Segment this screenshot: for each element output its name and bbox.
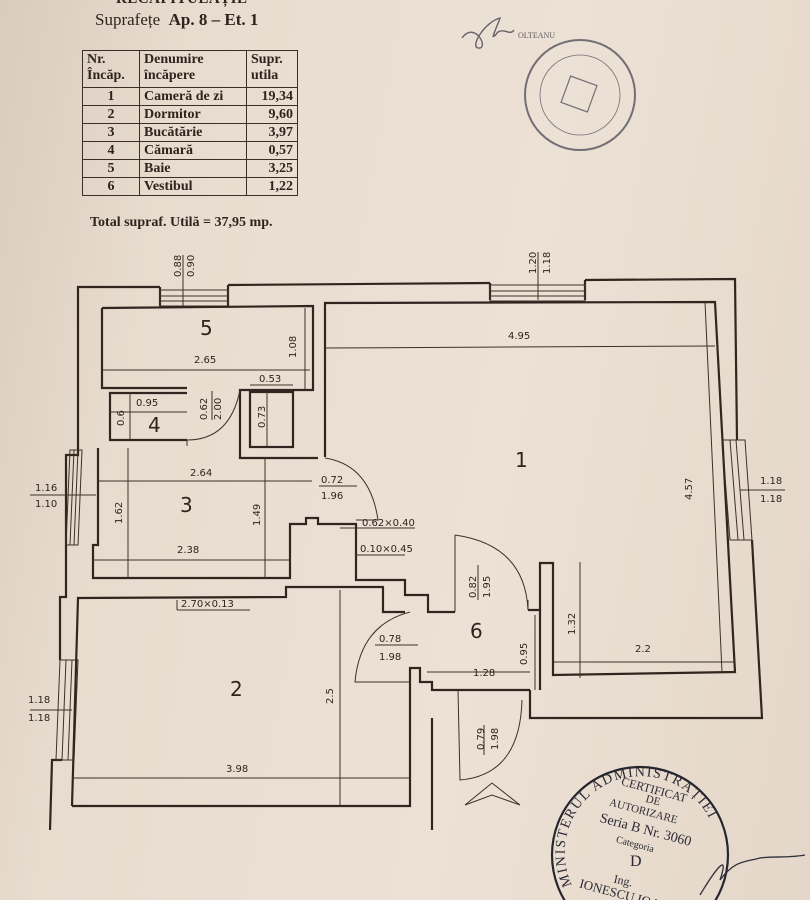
dim-label: 2.2 [635,644,651,655]
door-3 [324,457,379,521]
dim-label: 4.95 [508,331,530,342]
signature-name: OLTEANU [518,31,555,40]
area-table: Nr. Încăp. Denumire încăpere Supr. utila… [82,50,298,196]
stamp-ring-text: MINISTERUL ADMINISTRAȚIEI PUBLICE [0,0,718,889]
dim-label: 0.95 [136,398,158,409]
dim-label: 1.18 [28,713,50,724]
door-4 [186,389,241,446]
dim-label: 2.00 [213,398,224,420]
stamp-text: DE [644,793,662,808]
dim-label: 0.78 [379,634,401,645]
dim-label: 0.79 [476,728,487,750]
total-area: Total supraf. Utilă = 37,95 mp. [90,215,273,230]
dim-label: 0.6 [116,410,127,426]
dim-label: 1.16 [35,483,57,494]
dim-label: 2.65 [194,355,216,366]
dim-label: 1.49 [252,504,263,526]
subtitle-prefix: Suprafețe [95,10,161,29]
dim-label: 0.53 [259,374,281,385]
dim-label: 1.95 [482,576,493,598]
doors [186,389,529,806]
room-walls [70,300,737,808]
dim-label: 2.38 [177,545,199,556]
document-subtitle: Suprafețe Ap. 8 – Et. 1 [95,10,258,30]
cell-area: 1,22 [246,177,298,196]
col-header-area: Supr. utila [246,50,298,88]
dim-label: 0.62 [199,398,210,420]
col-header-name: Denumire încăpere [139,50,247,88]
door-1 [454,534,529,611]
dim-label: 0.72 [321,475,343,486]
dim-label: 2.5 [325,688,336,704]
engineer-signature [699,854,806,896]
dim-label: 1.62 [114,502,125,524]
signature-oltean [461,16,515,49]
room-number-6: 6 [470,619,483,643]
document-title: RECAPITULAȚIE [116,0,248,8]
niche-walls [248,390,295,449]
cell-area: 0,57 [246,141,298,160]
dim-label: 1.18 [760,494,782,505]
room-1-walls [323,300,737,677]
dim-label: 0.90 [186,255,197,277]
door-entry [457,689,523,781]
dim-label: 1.20 [528,252,539,274]
outer-walls [48,277,764,831]
cell-name: Baie [139,159,247,178]
room-2-top [70,585,405,807]
entry-arrow-icon [464,782,521,806]
dim-label: 1.18 [542,252,553,274]
dim-label: 0.62×0.40 [362,518,415,529]
room-5-left [100,308,187,390]
room-5-walls [101,304,318,460]
dimension-lines [30,252,785,806]
dim-label: 1.98 [379,652,401,663]
dim-label: 1.10 [35,499,57,510]
dim-label: 0.82 [468,576,479,598]
dim-label: 1.08 [288,336,299,358]
room-number-1: 1 [515,448,528,472]
dim-label: 0.73 [257,406,268,428]
door-2 [354,611,411,683]
cell-area: 19,34 [246,87,298,106]
dim-label: 3.98 [226,764,248,775]
dim-label: 2.64 [190,468,212,479]
dim-label: 1.18 [760,476,782,487]
cell-name: Dormitor [139,105,247,124]
room-number-3: 3 [180,493,193,517]
stamp-text: D [630,853,642,870]
cadastre-stamp: OLTEANU [461,16,636,151]
dim-label: 1.32 [567,613,578,635]
dim-label: 0.95 [519,643,530,665]
subtitle-unit: Ap. 8 – Et. 1 [168,10,259,29]
dim-label: 1.28 [473,668,495,679]
cell-area: 3,97 [246,123,298,142]
dim-label: 1.96 [321,491,343,502]
room-2-walls [72,666,530,808]
table-header-row: Nr. Încăp. Denumire încăpere Supr. utila [82,50,298,88]
room-4-walls [108,391,187,442]
dim-label: 4.57 [684,478,695,500]
dim-label: 2.70×0.13 [181,599,234,610]
dim-label: 1.18 [28,695,50,706]
room-number-4: 4 [148,413,161,437]
dimension-labels: 2.65 1.08 0.88 0.90 1.20 1.18 0.95 0.6 0… [28,252,782,775]
room-number-2: 2 [230,677,243,701]
dim-label: 1.98 [490,728,501,750]
dim-label: 0.88 [173,255,184,277]
room-number-5: 5 [200,316,213,340]
stamp-text: Ing. [613,872,634,890]
room-3-walls [91,448,455,614]
dim-label: 0.10×0.45 [360,544,413,555]
cell-name: Vestibul [139,177,247,196]
